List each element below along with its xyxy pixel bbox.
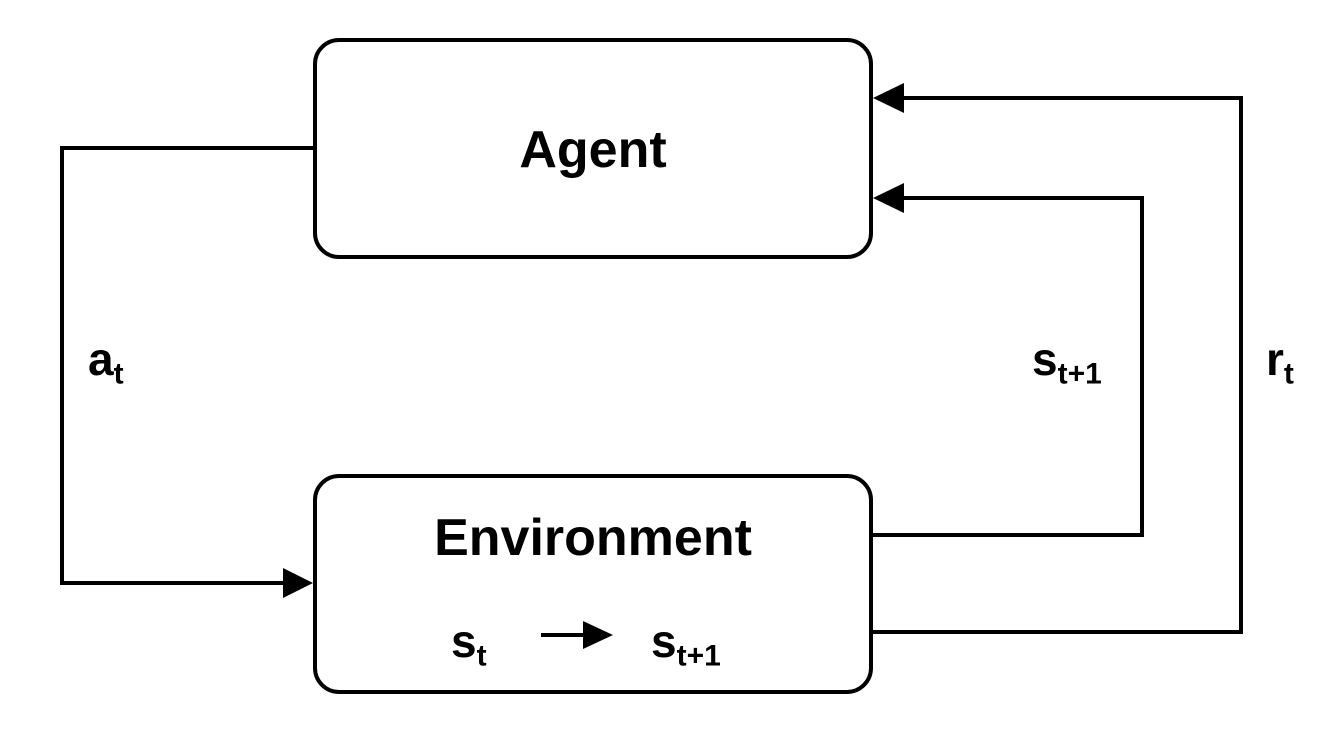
next-state-symbol: st+1 <box>651 615 721 673</box>
action-label: at <box>88 333 124 391</box>
reward-label: rt <box>1266 333 1294 391</box>
reward-arrowhead <box>873 83 904 113</box>
agent-label: Agent <box>519 121 667 179</box>
action-arrowhead <box>283 568 313 598</box>
reward-connector <box>873 96 1243 634</box>
transition-arrow-icon <box>541 621 613 649</box>
agent-box: Agent <box>313 38 873 259</box>
next-state-connector <box>873 196 1144 537</box>
action-connector <box>60 146 313 585</box>
environment-box: Environment st st+1 <box>313 474 873 694</box>
environment-label: Environment <box>434 509 752 567</box>
current-state-symbol: st <box>451 615 487 673</box>
next-state-arrowhead <box>873 183 904 213</box>
next-state-label: st+1 <box>1032 333 1102 391</box>
